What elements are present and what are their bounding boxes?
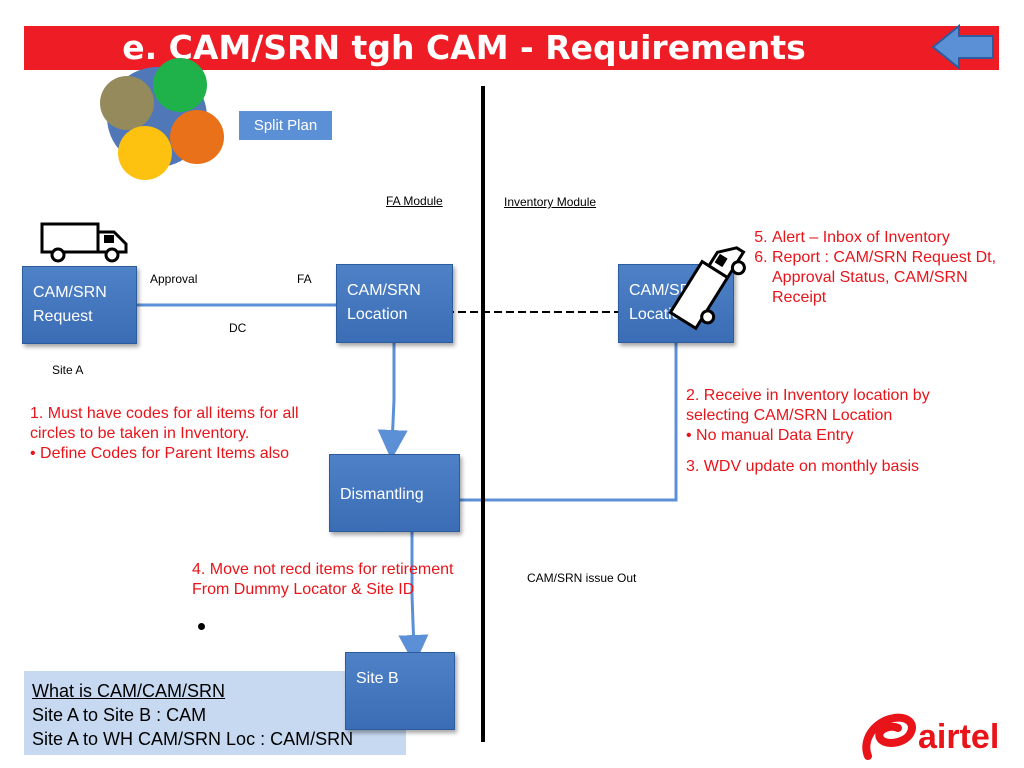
cam-srn-location-box[interactable]: CAM/SRN Location [336, 264, 453, 343]
dismantling-box[interactable]: Dismantling [329, 454, 460, 532]
issue-out-label: CAM/SRN issue Out [527, 571, 637, 585]
airtel-logo-icon [862, 713, 916, 760]
module-divider [481, 86, 485, 742]
fa-label: FA [297, 272, 312, 286]
note-1: 1. Must have codes for all items for all… [30, 404, 330, 464]
alert-item: Alert – Inbox of Inventory [772, 228, 1012, 248]
note-4-line: 4. Move not recd items for retirement [192, 561, 454, 578]
site-b-box[interactable]: Site B [345, 652, 455, 730]
note-2-line: selecting CAM/SRN Location [686, 407, 893, 424]
note-3: 3. WDV update on monthly basis [686, 458, 920, 475]
note-1-line: • Define Codes for Parent Items also [30, 445, 290, 462]
note-2-line: • No manual Data Entry [686, 427, 854, 444]
airtel-logo-text: airtel [918, 718, 1000, 756]
note-2: 2. Receive in Inventory location by sele… [686, 386, 986, 446]
airtel-logo: airtel [860, 712, 1020, 764]
what-is-box: What is CAM/CAM/SRN Site A to Site B : C… [24, 671, 406, 755]
circles-logo-icon [100, 58, 224, 180]
what-is-line2: Site A to WH CAM/SRN Loc : CAM/SRN [32, 729, 354, 749]
truck-tilted-icon [668, 246, 746, 331]
note-4: 4. Move not recd items for retirement Fr… [192, 560, 482, 600]
site-a-label: Site A [52, 363, 84, 377]
what-is-line1: Site A to Site B : CAM [32, 705, 207, 725]
cam-srn-request-box[interactable]: CAM/SRN Request [22, 266, 137, 344]
note-4-line: From Dummy Locator & Site ID [192, 581, 415, 598]
split-plan-button[interactable]: Split Plan [239, 111, 332, 140]
location-line1: CAM/SRN [347, 282, 421, 299]
report-item: Report : CAM/SRN Request Dt, Approval St… [772, 248, 1012, 308]
note-1-line: 1. Must have codes for all items for all [30, 405, 299, 422]
location-line2: Location [347, 306, 408, 323]
page-title: e. CAM/SRN tgh CAM - Requirements [122, 28, 806, 67]
request-line2: Request [33, 308, 93, 325]
empty-bullet [198, 623, 205, 630]
approval-label: Approval [150, 272, 198, 286]
request-line1: CAM/SRN [33, 284, 107, 301]
note-1-line: circles to be taken in Inventory. [30, 425, 250, 442]
back-arrow-icon[interactable] [929, 22, 997, 72]
note-2-line: 2. Receive in Inventory location by [686, 387, 930, 404]
dc-label: DC [229, 321, 247, 335]
inventory-module-label: Inventory Module [504, 195, 597, 209]
what-is-heading: What is CAM/CAM/SRN [32, 681, 226, 701]
alerts-list: Alert – Inbox of Inventory Report : CAM/… [746, 228, 1012, 308]
truck-icon [40, 222, 128, 263]
fa-module-label: FA Module [386, 194, 443, 208]
